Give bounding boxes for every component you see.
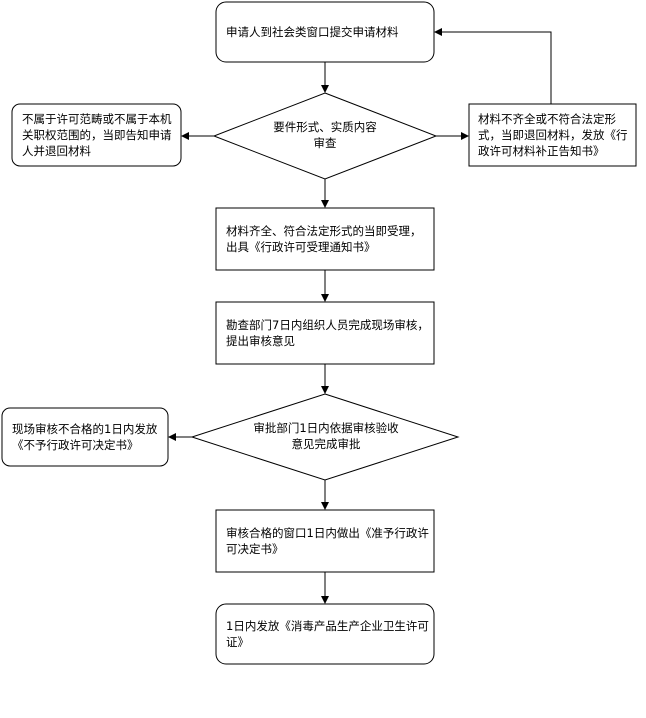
incomplete-box <box>468 103 637 167</box>
submit-label: 申请人到社会类窗口提交申请材料 <box>226 25 399 39</box>
license-box <box>215 603 435 665</box>
accept-label: 材料齐全、符合法定形式的当即受理，出具《行政许可受理通知书》 <box>226 224 422 254</box>
reject-scope-label: 不属于许可范畴或不属于本机关职权范围的，当即告知申请人并退回材料 <box>22 112 172 158</box>
arrow-incomplete-to-submit <box>434 28 552 104</box>
incomplete-label: 材料不齐全或不符合法定形式，当即退回材料，发放《行政许可材料补正告知书》 <box>478 112 628 158</box>
license-label: 1日内发放《消毒产品生产企业卫生许可证》 <box>226 619 429 649</box>
accept-box <box>215 207 435 271</box>
inspect-label: 勘查部门7日内组织人员完成现场审核，提出审核意见 <box>226 318 429 348</box>
inspect-box <box>215 301 435 365</box>
deny-label: 现场审核不合格的1日内发放《不予行政许可决定书》 <box>12 422 158 452</box>
decide-box <box>215 509 435 573</box>
approve-label: 审批部门1日内依据审核验收意见完成审批 <box>253 421 399 451</box>
review-label: 要件形式、实质内容审查 <box>273 120 377 150</box>
decide-label: 审核合格的窗口1日内做出《准予行政许可决定书》 <box>226 526 429 556</box>
